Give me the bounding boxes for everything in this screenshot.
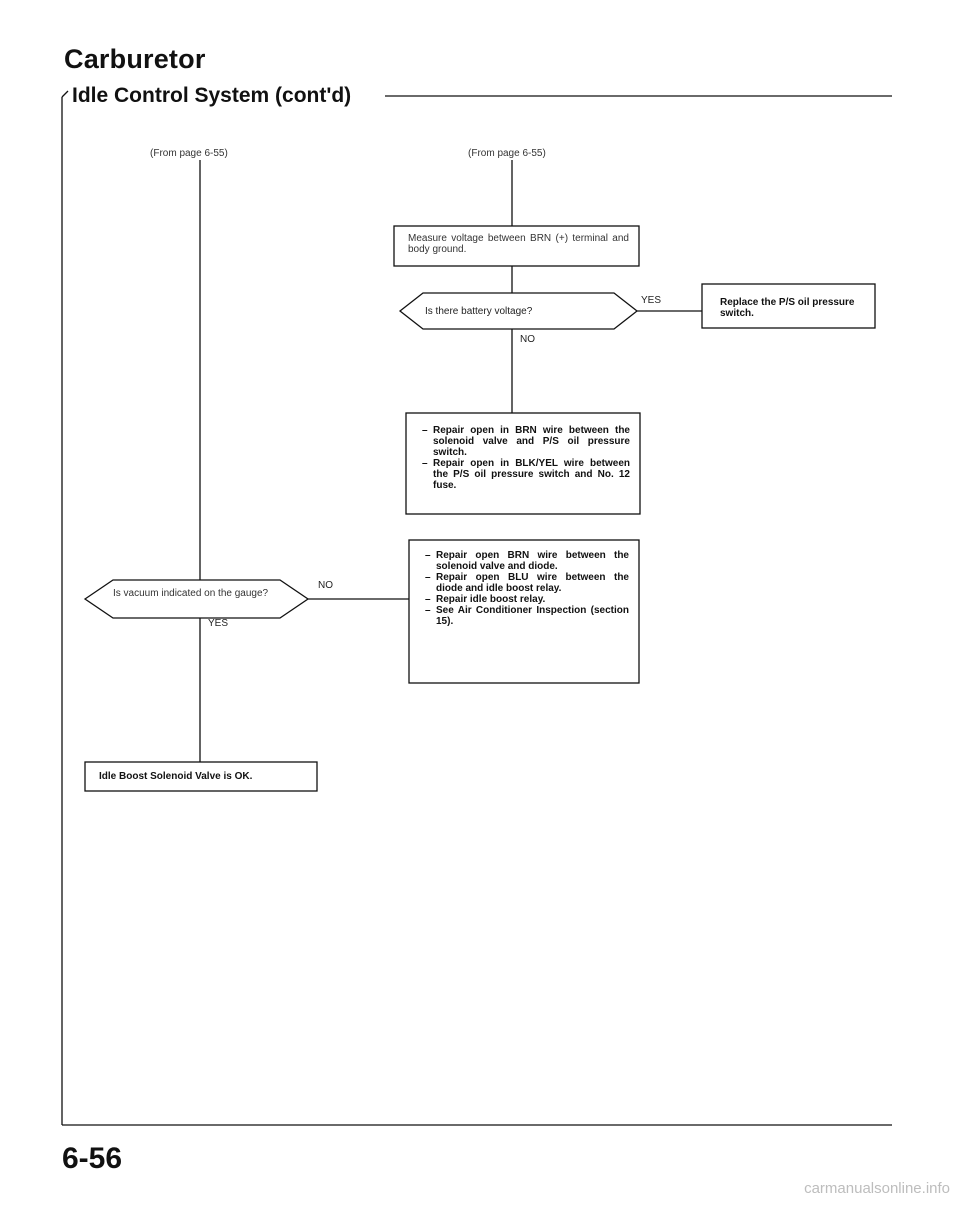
result-box-border (84, 761, 318, 792)
vacuum-yes-label: YES (208, 618, 229, 629)
vacuum-decision-shape (83, 579, 310, 619)
left-from-page: (From page 6-55) (150, 148, 228, 159)
list-item: See Air Conditioner Inspection (section … (425, 605, 629, 627)
repair-box-1: Repair open in BRN wire between the sole… (406, 413, 640, 514)
result-ok-box: Idle Boost Solenoid Valve is OK. (85, 762, 317, 791)
frame-corner-line (61, 90, 69, 98)
battery-yes-label: YES (641, 295, 662, 306)
replace-box-border (701, 283, 876, 329)
measure-voltage-box: Measure voltage between BRN (+) terminal… (394, 226, 639, 266)
page-number: 6-56 (62, 1142, 123, 1175)
list-item: Repair open BRN wire between the solenoi… (425, 550, 629, 572)
repair2-box-border (408, 539, 640, 684)
vacuum-question: Is vacuum indicated on the gauge? (113, 588, 269, 599)
right-from-page: (From page 6-55) (468, 148, 546, 159)
replace-switch-text: Replace the P/S oil pressure switch. (720, 297, 855, 319)
repair-list-1: Repair open in BRN wire between the sole… (422, 425, 630, 491)
result-ok-text: Idle Boost Solenoid Valve is OK. (99, 771, 253, 782)
repair-box-2: Repair open BRN wire between the solenoi… (409, 540, 639, 683)
list-item: Repair open in BRN wire between the sole… (422, 425, 630, 458)
replace-switch-box: Replace the P/S oil pressure switch. (702, 284, 875, 328)
repair1-box-border (405, 412, 641, 515)
battery-voltage-question: Is there battery voltage? (425, 306, 533, 317)
measure-voltage-text: Measure voltage between BRN (+) terminal… (408, 233, 629, 255)
battery-no-label: NO (520, 334, 535, 345)
repair-list-2: Repair open BRN wire between the solenoi… (425, 550, 629, 627)
vacuum-no-label: NO (318, 580, 333, 591)
list-item: Repair open in BLK/YEL wire between the … (422, 458, 630, 491)
measure-box-border (393, 225, 640, 267)
watermark-text: carmanualsonline.info (804, 1180, 950, 1197)
list-item: Repair idle boost relay. (425, 594, 629, 605)
section-title: Idle Control System (cont'd) (72, 84, 352, 107)
page-title: Carburetor (64, 44, 206, 74)
list-item: Repair open BLU wire between the diode a… (425, 572, 629, 594)
